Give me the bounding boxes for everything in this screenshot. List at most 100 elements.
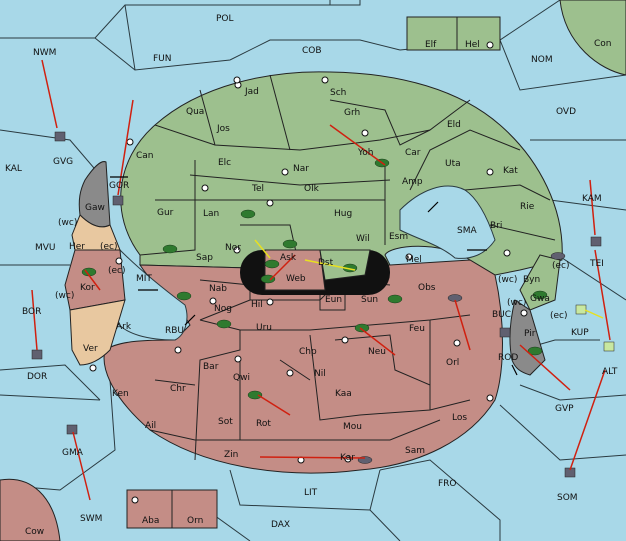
label-kam: KAM (582, 194, 602, 204)
label-gma: GMA (62, 448, 84, 458)
label-fro: FRO (438, 479, 457, 489)
label-rot: Rot (256, 419, 271, 429)
label-wc-byn: (wc) (498, 275, 517, 285)
label-sam: Sam (405, 446, 425, 456)
label-ec-her: (ec) (100, 242, 118, 252)
label-alt: ALT (602, 367, 618, 377)
label-obs: Obs (418, 283, 436, 293)
label-jos: Jos (216, 124, 230, 134)
label-orl: Orl (446, 358, 459, 368)
label-dax: DAX (271, 520, 290, 530)
label-qwi: Qwi (233, 373, 250, 383)
label-buc: BUC (492, 310, 511, 320)
label-yoh: Yoh (357, 148, 374, 158)
label-ken: Ken (112, 389, 129, 399)
label-chr: Chr (170, 384, 186, 394)
label-kup: KUP (571, 328, 589, 338)
label-uta: Uta (445, 159, 461, 169)
label-som: SOM (557, 493, 578, 503)
label-wil: Wil (356, 234, 370, 244)
label-bor: BOR (22, 307, 41, 317)
label-kal: KAL (5, 164, 22, 174)
label-sun: Sun (361, 295, 378, 305)
label-gaw: Gaw (85, 203, 105, 213)
province-ver[interactable] (69, 299, 126, 366)
label-eun: Eun (325, 295, 342, 305)
label-nom: NOM (531, 55, 553, 65)
label-dst: Dst (318, 258, 334, 268)
label-lit: LIT (304, 488, 318, 498)
label-dor: DOR (27, 372, 47, 382)
label-bar: Bar (203, 362, 219, 372)
label-qua: Qua (186, 107, 204, 117)
order-arrows (31, 59, 611, 501)
label-wc-gaw: (wc) (58, 218, 77, 228)
label-wc-kor: (wc) (55, 291, 74, 301)
label-byn: Byn (523, 275, 540, 285)
label-nog: Nog (214, 304, 232, 314)
label-jad: Jad (244, 87, 259, 97)
label-bri: Bri (490, 221, 502, 231)
label-tel: Tel (251, 184, 264, 194)
label-can: Can (136, 151, 154, 161)
label-ark: Ark (116, 322, 132, 332)
label-eld: Eld (447, 120, 461, 130)
province-kor[interactable] (64, 249, 126, 311)
label-kat: Kat (503, 166, 518, 176)
label-sma: SMA (457, 226, 477, 236)
label-web: Web (286, 274, 306, 284)
label-hug: Hug (334, 209, 352, 219)
province-elf[interactable] (406, 16, 458, 51)
label-car: Car (405, 148, 421, 158)
sea-sma[interactable] (399, 185, 496, 259)
label-ovd: OVD (556, 107, 576, 117)
label-sch: Sch (330, 88, 346, 98)
label-gwa: Gwa (530, 294, 550, 304)
label-sap: Sap (196, 253, 213, 263)
label-mel: Mel (406, 255, 422, 265)
label-tei: TEI (589, 259, 604, 269)
label-mit: MIT (136, 274, 152, 284)
label-nwm: NWM (33, 48, 56, 58)
label-ail: Ail (145, 421, 156, 431)
label-amp: Amp (402, 177, 423, 187)
province-orn[interactable] (171, 489, 218, 529)
province-pir[interactable] (509, 299, 546, 376)
label-gvg: GVG (53, 157, 73, 167)
label-gvp: GVP (555, 404, 574, 414)
label-zin: Zin (224, 450, 238, 460)
label-kor: Kor (80, 283, 95, 293)
province-labels: POL COB FUN NWM NOM Con Elf Hel OVD KAL … (5, 14, 618, 537)
label-nar: Nar (293, 164, 309, 174)
label-gur: Gur (157, 208, 174, 218)
label-olk: Olk (304, 184, 320, 194)
label-elf: Elf (425, 40, 437, 50)
label-wc-gwa: (wc) (507, 298, 526, 308)
supply-centers (89, 41, 528, 504)
label-neu: Neu (368, 347, 386, 357)
label-fun: FUN (153, 54, 172, 64)
support-arrows (254, 239, 604, 319)
label-pir: Pir (524, 329, 536, 339)
label-mou: Mou (343, 422, 362, 432)
label-hel: Hel (465, 40, 480, 50)
label-kar: Kar (340, 453, 355, 463)
label-mvu: MVU (35, 243, 56, 253)
label-kaa: Kaa (335, 389, 352, 399)
label-esm: Esm (389, 232, 408, 242)
label-rbu: RBU (165, 326, 184, 336)
label-cob: COB (302, 46, 322, 56)
label-pol: POL (216, 14, 234, 24)
label-ver: Ver (83, 344, 98, 354)
label-uru: Uru (256, 323, 272, 333)
label-swm: SWM (80, 514, 102, 524)
label-los: Los (452, 413, 467, 423)
label-elc: Elc (218, 158, 231, 168)
label-con: Con (594, 39, 612, 49)
label-aba: Aba (142, 516, 159, 526)
label-nor: Nor (225, 243, 241, 253)
label-nil: Nil (314, 369, 326, 379)
label-chp: Chp (299, 347, 317, 357)
label-orn: Orn (187, 516, 203, 526)
